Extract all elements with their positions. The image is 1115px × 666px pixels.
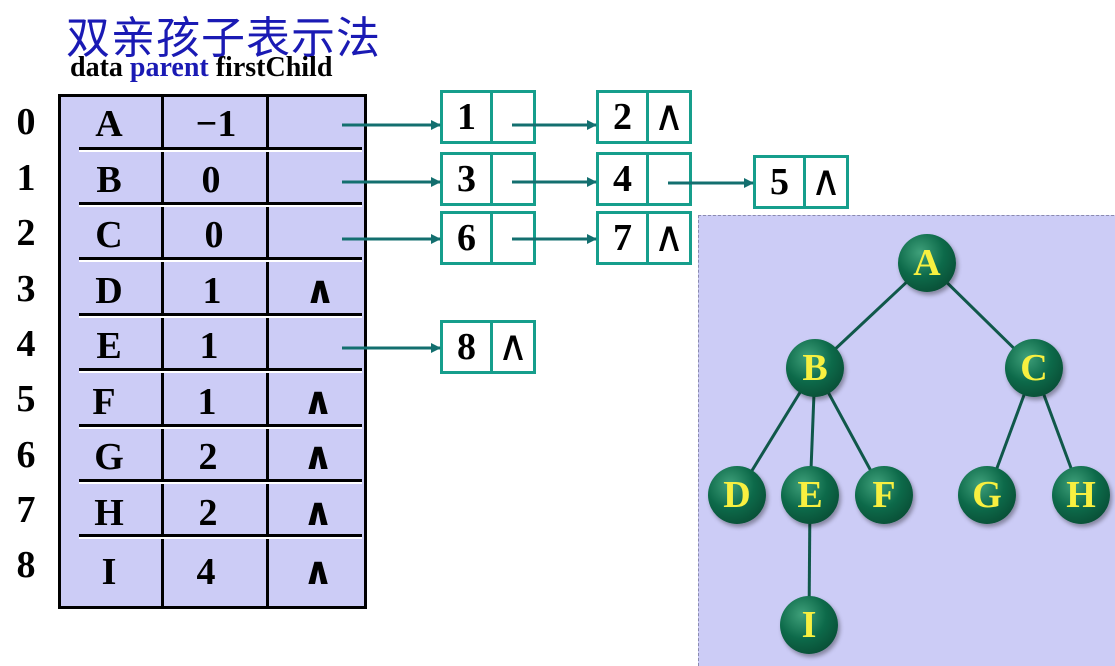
tree-node-h: H (1052, 466, 1110, 524)
cell-data: C (95, 214, 123, 256)
column-divider (161, 97, 164, 606)
cell-data: G (94, 436, 124, 478)
column-headers: data parent firstChild (70, 52, 332, 84)
child-list-node: 2 ∧ (596, 90, 692, 144)
child-index: 8 (443, 323, 493, 371)
cell-data: B (96, 159, 122, 201)
row-index: 1 (16, 157, 36, 199)
row-divider (79, 202, 362, 205)
cell-firstchild: ∧ (302, 551, 334, 593)
cell-data: E (96, 325, 122, 367)
cell-data: A (95, 103, 123, 145)
cell-parent: 2 (198, 436, 218, 478)
child-list-node: 5 ∧ (753, 155, 849, 209)
row-index: 3 (16, 268, 36, 310)
next-pointer: ∧ (497, 324, 529, 370)
child-list-node: 4 (596, 152, 692, 206)
row-index: 0 (16, 101, 36, 143)
node-table: A −1 B 0 C 0 D 1 ∧ E 1 F 1 ∧ G 2 ∧ H 2 ∧… (58, 94, 367, 609)
row-index: 6 (16, 434, 36, 476)
cell-data: D (95, 270, 123, 312)
row-index: 8 (16, 544, 36, 586)
child-index: 1 (443, 93, 493, 141)
child-index: 5 (756, 158, 806, 206)
row-divider (79, 424, 362, 427)
tree-node-d: D (708, 466, 766, 524)
cell-parent: 1 (199, 325, 219, 367)
child-list-node: 8 ∧ (440, 320, 536, 374)
child-index: 3 (443, 155, 493, 203)
row-index: 5 (16, 378, 36, 420)
cell-firstchild: ∧ (304, 270, 336, 312)
child-index: 4 (599, 155, 649, 203)
row-divider (79, 147, 362, 150)
child-index: 2 (599, 93, 649, 141)
child-index: 7 (599, 214, 649, 262)
tree-node-b: B (786, 339, 844, 397)
cell-parent: 0 (201, 159, 221, 201)
next-pointer: ∧ (653, 215, 685, 261)
header-parent: parent (129, 52, 209, 83)
next-pointer: ∧ (653, 94, 685, 140)
cell-data: I (101, 551, 117, 593)
tree-panel (698, 215, 1115, 666)
tree-node-e: E (781, 466, 839, 524)
cell-firstchild: ∧ (302, 492, 334, 534)
page-title: 双亲孩子表示法 (66, 13, 381, 64)
child-list-node: 7 ∧ (596, 211, 692, 265)
tree-node-c: C (1005, 339, 1063, 397)
cell-parent: 0 (204, 214, 224, 256)
row-divider (79, 257, 362, 260)
row-index: 4 (16, 323, 36, 365)
header-data: data (70, 52, 123, 83)
cell-parent: 1 (202, 270, 222, 312)
child-list-node: 3 (440, 152, 536, 206)
cell-parent: 4 (196, 551, 216, 593)
tree-node-g: G (958, 466, 1016, 524)
row-divider (79, 368, 362, 371)
cell-data: F (92, 381, 116, 423)
row-divider (79, 534, 362, 537)
row-divider (79, 313, 362, 316)
tree-node-a: A (898, 234, 956, 292)
row-index: 2 (16, 212, 36, 254)
cell-parent: −1 (195, 103, 237, 145)
column-divider (266, 97, 269, 606)
cell-parent: 1 (197, 381, 217, 423)
cell-data: H (94, 492, 124, 534)
child-index: 6 (443, 214, 493, 262)
tree-node-f: F (855, 466, 913, 524)
row-divider (79, 479, 362, 482)
cell-firstchild: ∧ (302, 436, 334, 478)
cell-firstchild: ∧ (302, 381, 334, 423)
child-list-node: 1 (440, 90, 536, 144)
cell-parent: 2 (198, 492, 218, 534)
row-index: 7 (16, 489, 36, 531)
header-firstchild: firstChild (215, 52, 333, 83)
tree-node-i: I (780, 596, 838, 654)
next-pointer: ∧ (810, 159, 842, 205)
